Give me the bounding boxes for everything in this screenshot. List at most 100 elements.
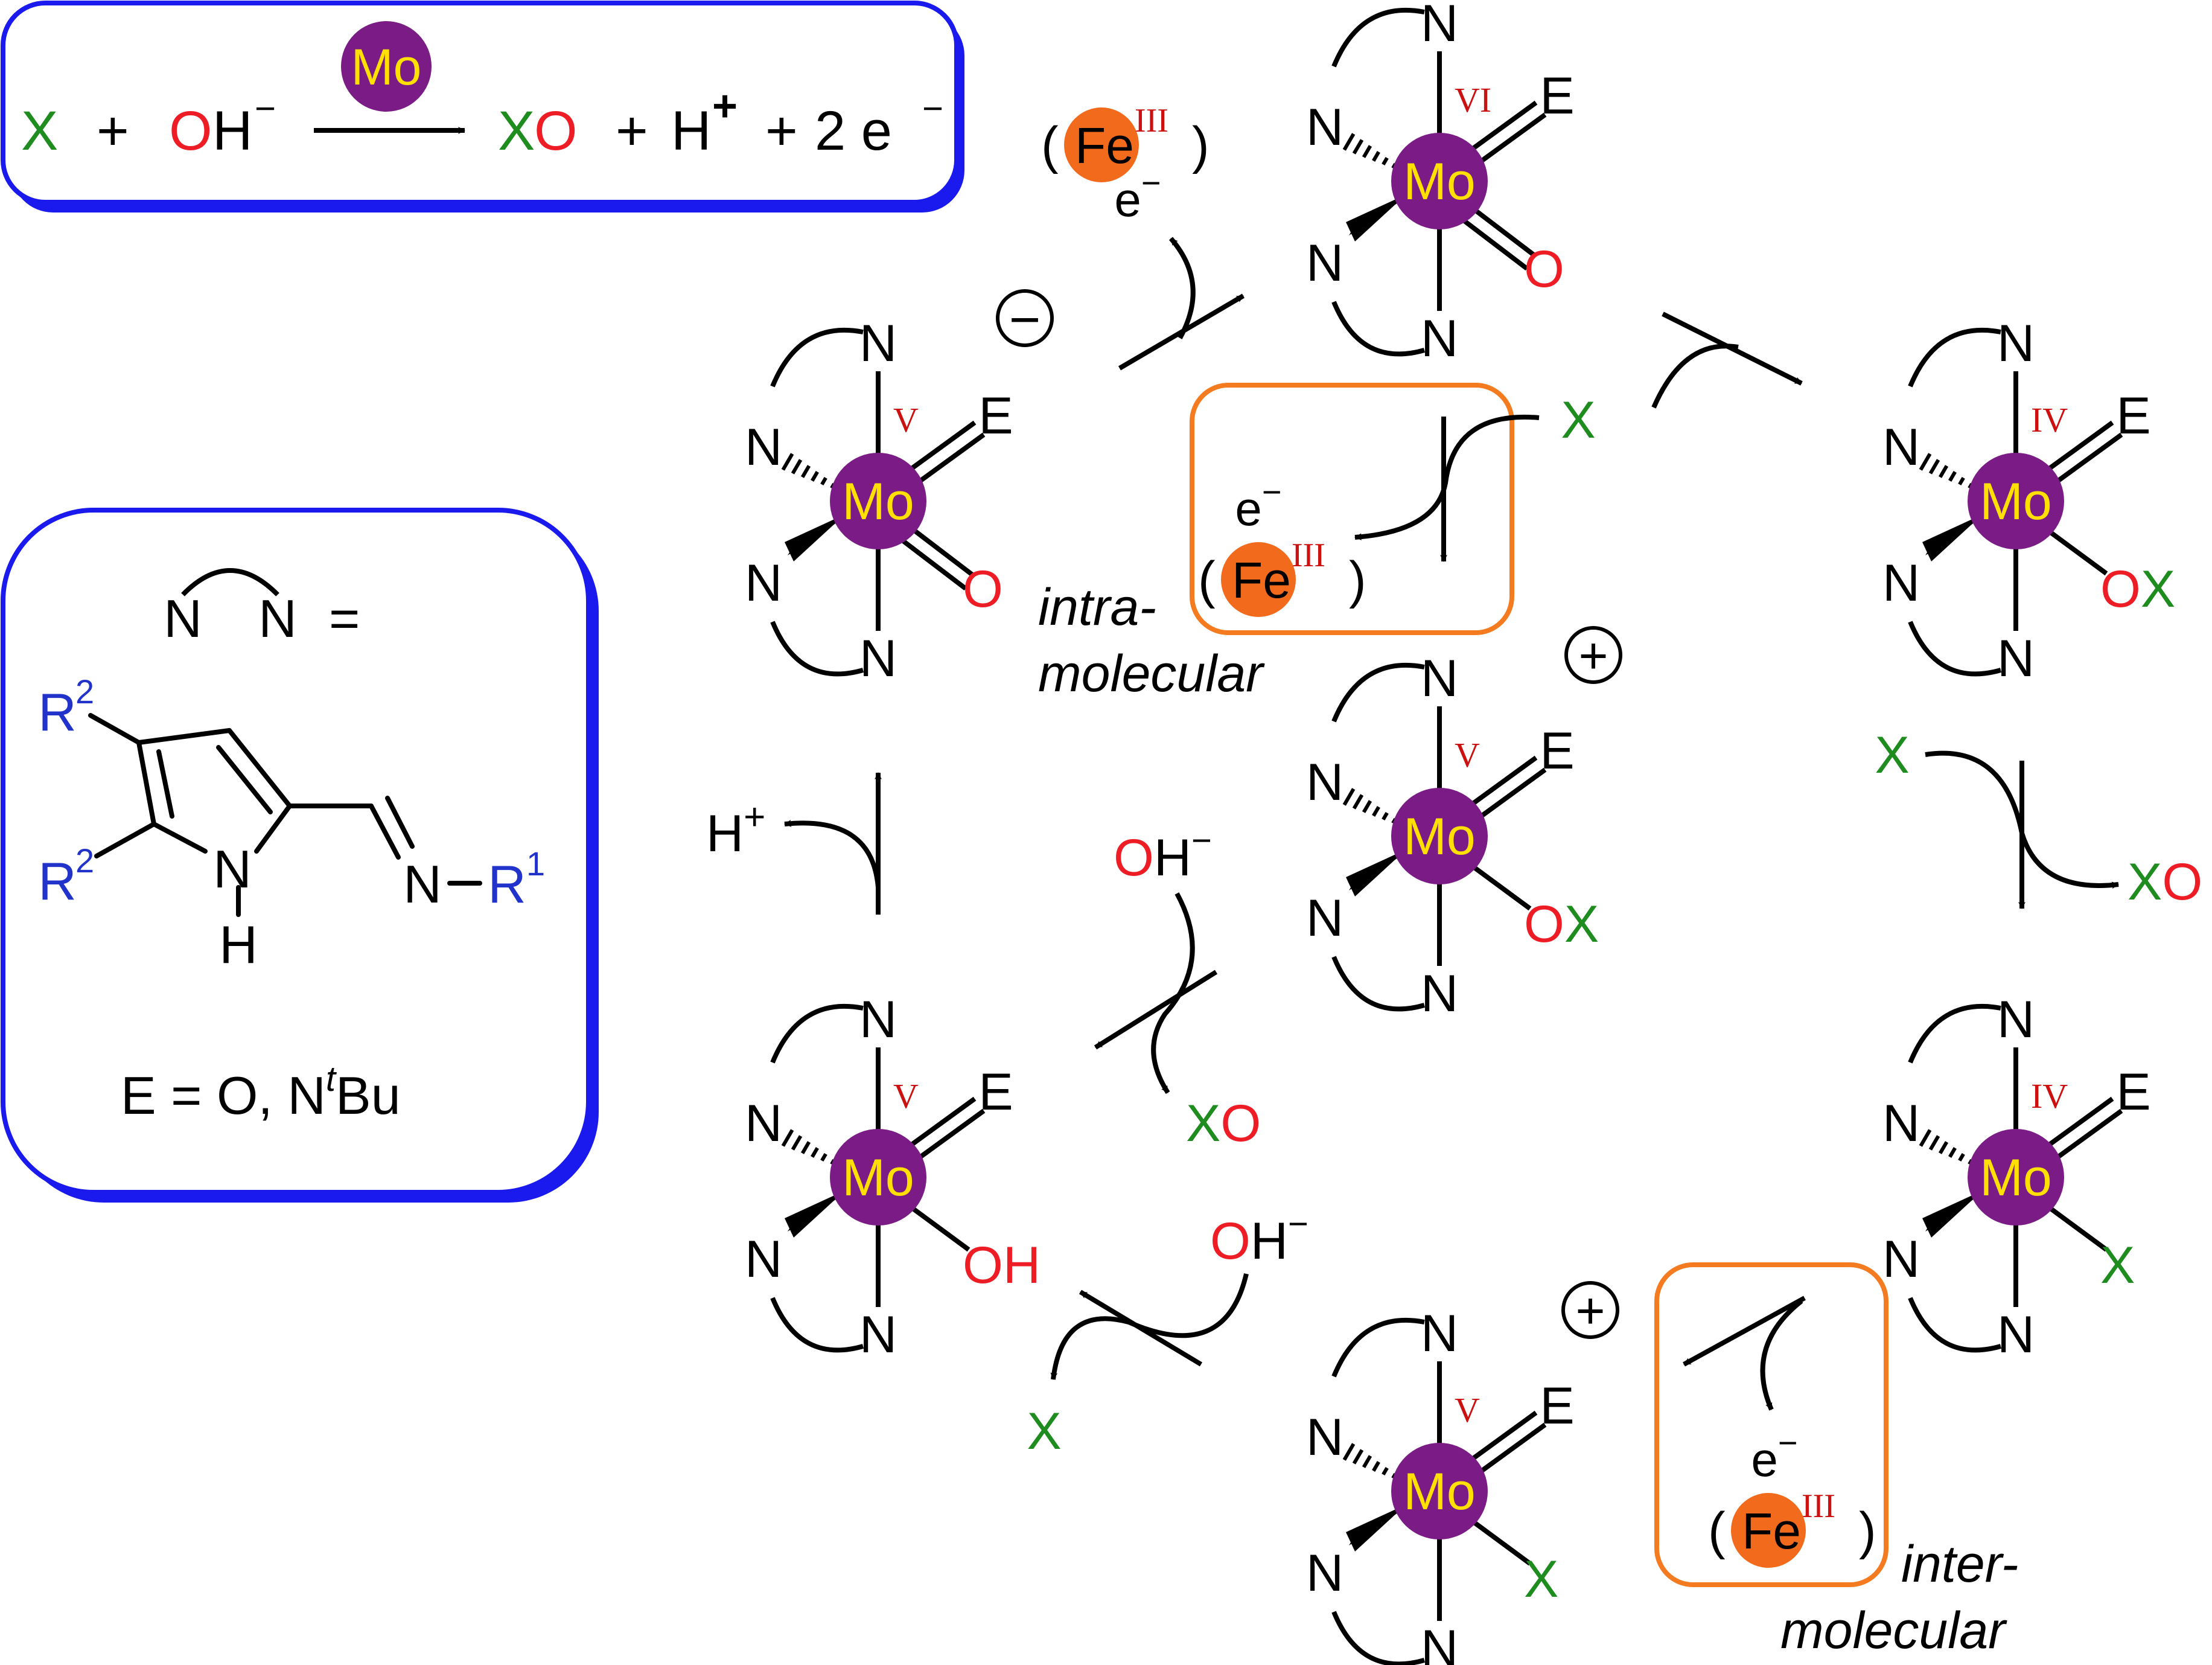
chelate-arc-bottom [1331, 301, 1426, 357]
mo-e-double-bond [1477, 767, 1547, 820]
mo-e-double-bond [2044, 420, 2114, 473]
chelate-arc-bottom [770, 621, 864, 677]
r1-superscript: 1 [526, 845, 545, 883]
plus-sign: + [1575, 1282, 1605, 1339]
imine-n-label: N [403, 854, 442, 914]
mo-ligand-single-bond [1471, 1519, 1532, 1566]
n-donor-bottom: N [1421, 310, 1458, 368]
close-paren: ) [1349, 551, 1366, 609]
hashed-wedge-bond [1958, 1152, 1965, 1162]
n-donor-bottom: N [1997, 1306, 2035, 1364]
chelate-n-left: N [164, 589, 202, 648]
hydroxide-uptake-arrow [1050, 1273, 1249, 1380]
oxidation-state-label: V [893, 400, 919, 439]
n-donor-top: N [859, 991, 897, 1049]
mo-center-circle [1391, 788, 1488, 884]
plus-sign: + [765, 100, 798, 162]
lower-right-ligand: OH [963, 1236, 1041, 1294]
product-release-arrow [1151, 892, 1195, 1095]
fe-oxidation-state: III [1135, 102, 1168, 139]
electron-label: e− [1114, 164, 1161, 226]
proton-h: H [671, 100, 711, 162]
chelate-arc-top [1908, 327, 2001, 388]
e-definition-suffix: Bu [336, 1066, 401, 1125]
open-paren: ( [1198, 551, 1216, 609]
mo-center-circle [1968, 453, 2064, 549]
minus-charge-symbol: − [996, 289, 1054, 350]
pyrrole-n-label: N [213, 839, 252, 899]
hydroxide-charge: − [1288, 1204, 1308, 1244]
e-definition-tert: t [326, 1059, 337, 1099]
hashed-wedge-bond [1382, 811, 1389, 821]
lower-right-ligand: O [963, 560, 1003, 618]
hydroxide-o: O [1210, 1212, 1251, 1270]
solid-wedge-bond [1346, 194, 1406, 241]
proton-label: H+ [706, 796, 765, 863]
electron-charge: − [922, 88, 943, 129]
ligand-oxygen: O [2100, 560, 2141, 618]
electrons-label: 2 e [815, 100, 892, 162]
hashed-wedge-bond [781, 453, 794, 471]
n-donor-bottom: N [1421, 1620, 1458, 1665]
pyrrole-imine-structure [88, 713, 482, 917]
hashed-wedge-bond [811, 471, 819, 482]
mo-center-circle [1391, 133, 1488, 229]
e-ligand-label: E [2116, 387, 2150, 445]
solid-wedge-bond [1346, 1504, 1406, 1552]
hashed-wedge-bond [1362, 1455, 1372, 1468]
chelate-arc-top [770, 327, 864, 388]
lower-right-ligand: X [1524, 1550, 1558, 1608]
n-donor-lower-left: N [1882, 1230, 1920, 1288]
hashed-wedge-bond [800, 1141, 811, 1154]
solid-wedge-bond [785, 514, 845, 561]
mo-e-double-bond [916, 432, 986, 485]
mo-e-double-bond [907, 1096, 977, 1149]
overall-equation-box: X + O H − Mo X O + H + + 2 e − [1, 1, 964, 213]
n-donor-lower-left: N [745, 1230, 782, 1288]
oxidation-state-label: IV [2031, 400, 2068, 439]
oxidation-state-label: IV [2031, 1076, 2068, 1116]
hashed-wedge-bond [1372, 1461, 1380, 1472]
hydroxide-attack-arrow [1094, 970, 1218, 1050]
hashed-wedge-bond [1919, 453, 1932, 471]
hashed-wedge-bond [1372, 151, 1380, 162]
r2-bottom-label: R [38, 851, 77, 911]
hashed-wedge-bond [1938, 465, 1949, 478]
fe-center-label: Fe [1232, 552, 1291, 609]
mo-center-circle [830, 1129, 926, 1226]
e-ligand-label: E [978, 1063, 1013, 1121]
intermolecular-transfer-box [1654, 1262, 1888, 1587]
mo-ligand-single-bond [2047, 529, 2108, 576]
mo-ligand-single-bond [2047, 1205, 2108, 1252]
hydroxide-h: H [1154, 829, 1191, 887]
minus-circle [996, 289, 1054, 347]
n-donor-left: N [1306, 753, 1343, 811]
fe-center-label: Fe [1075, 117, 1134, 174]
plus-circle [1561, 1281, 1619, 1339]
mo-complexes-layer: NNNNEMoVONNNNEMoVIONNNNEMoIVOXNNNNEMoVOX… [745, 0, 2175, 1665]
plus-circle [1564, 626, 1622, 684]
mo-e-double-bond [2053, 1108, 2123, 1162]
mo-e-double-bond [916, 1108, 986, 1162]
proton-charge: + [744, 796, 765, 838]
released-x-label: X [1027, 1402, 1061, 1460]
chelate-arc-bottom [1908, 1297, 2002, 1353]
hashed-wedge-bond [1382, 1466, 1389, 1476]
fe-center-circle [1221, 542, 1296, 617]
hydroxide-charge: − [255, 88, 276, 129]
intermolecular-electron-arrow [1760, 1299, 1803, 1411]
pyrrole-h-label: H [219, 915, 258, 974]
n-donor-lower-left: N [1306, 1544, 1343, 1602]
n-donor-left: N [1882, 1095, 1920, 1152]
hashed-wedge-bond [820, 1152, 827, 1162]
product-xo-label: XO [2128, 853, 2202, 911]
released-xo-label: XO [1186, 1095, 1261, 1152]
e-ligand-label: E [1540, 722, 1574, 780]
e-definition-prefix: E = O, N [121, 1066, 326, 1125]
proton-release-arrow [784, 819, 881, 888]
n-donor-top: N [1997, 991, 2035, 1049]
hydroxide-charge: − [1191, 821, 1212, 860]
hashed-wedge-bond [1342, 788, 1356, 806]
